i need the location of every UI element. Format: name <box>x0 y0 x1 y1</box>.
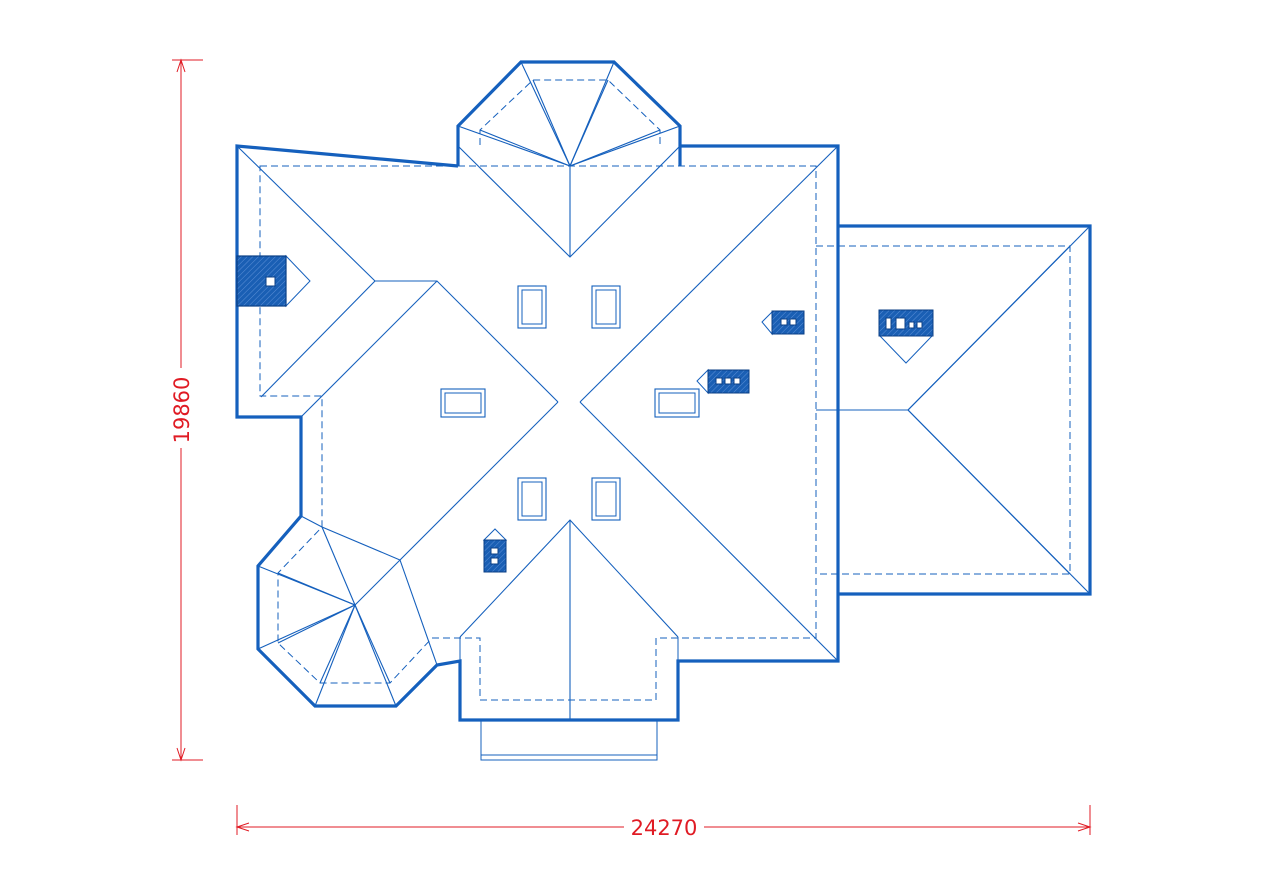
chimney-west <box>236 254 311 308</box>
roof-window <box>654 388 700 418</box>
roof-window <box>440 388 486 418</box>
southwest-bay-roof <box>257 515 438 707</box>
chimney-east-1 <box>761 310 805 336</box>
north-bay-roof <box>457 61 681 167</box>
main-roof-ridges <box>236 145 839 720</box>
chimneys <box>236 254 934 573</box>
entrance-steps <box>480 719 658 761</box>
roof-window <box>591 285 621 329</box>
eave-line-main <box>259 79 817 701</box>
roof-window <box>517 285 547 329</box>
chimney-east-wing <box>878 309 934 364</box>
vertical-dimension <box>166 58 203 762</box>
east-wing-roof <box>816 224 1092 596</box>
height-dimension-label: 19860 <box>170 377 194 444</box>
chimney-south <box>482 528 508 573</box>
chimney-east-2 <box>696 368 750 395</box>
horizontal-dimension <box>235 805 1092 840</box>
roof-windows <box>440 285 700 521</box>
roof-window <box>591 477 621 521</box>
roof-window <box>517 477 547 521</box>
width-dimension-label: 24270 <box>631 816 698 840</box>
